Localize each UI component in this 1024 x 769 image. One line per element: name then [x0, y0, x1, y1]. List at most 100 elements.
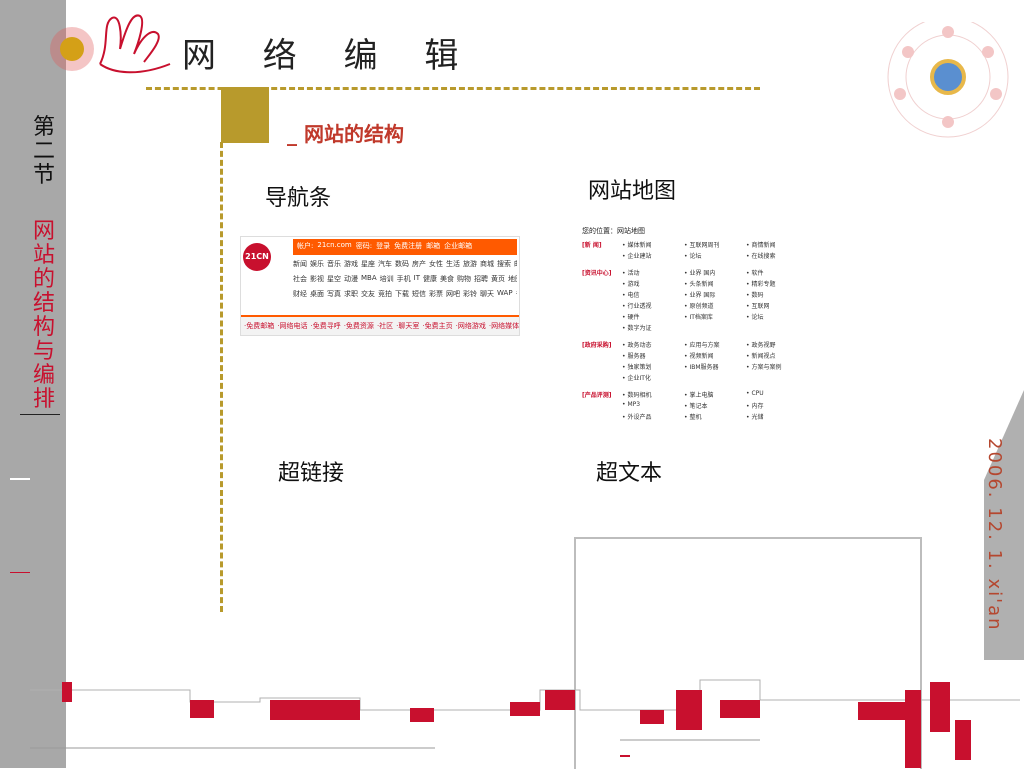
nav-login-item[interactable]: 登录	[376, 242, 391, 250]
nav-channel-link[interactable]: IT	[413, 274, 420, 282]
sitemap-link[interactable]: • 企业建站	[622, 253, 652, 260]
nav-login-item[interactable]: 帐户:	[297, 242, 314, 250]
nav-channel-link[interactable]: 竞拍	[378, 290, 392, 298]
nav-channel-link[interactable]: 桌面	[310, 290, 324, 298]
sitemap-link[interactable]: • 数码	[746, 292, 764, 299]
sitemap-link[interactable]: • 企业IT化	[622, 375, 651, 382]
sitemap-link[interactable]: • 电信	[622, 292, 640, 299]
sitemap-link[interactable]: • 视频新闻	[684, 353, 714, 360]
nav-channel-link[interactable]: 女性	[429, 260, 443, 268]
nav-channel-link[interactable]: 音乐	[327, 260, 341, 268]
nav-channel-link[interactable]: 星座	[361, 260, 375, 268]
nav-channel-link[interactable]: 娱乐	[310, 260, 324, 268]
sitemap-link[interactable]: • 头条新闻	[684, 281, 714, 288]
nav-channel-link[interactable]: 聊天	[480, 290, 494, 298]
nav-login-item[interactable]: 密码:	[355, 242, 373, 250]
nav-channel-link[interactable]: 财经	[293, 290, 307, 298]
nav-channel-link[interactable]: 动漫	[344, 275, 358, 283]
nav-channel-link[interactable]: 网吧	[446, 290, 460, 298]
nav-channel-link[interactable]: 美食	[439, 275, 454, 283]
sitemap-link[interactable]: • 互联网周刊	[684, 242, 720, 249]
sitemap-link[interactable]: • 论坛	[746, 314, 764, 321]
nav-channel-link[interactable]: 手机	[396, 275, 411, 283]
sitemap-link[interactable]: • 光储	[746, 414, 764, 421]
nav-channel-link[interactable]: 游戏	[344, 260, 358, 268]
sitemap-link[interactable]: • 方案与案例	[746, 364, 782, 371]
nav-service-link[interactable]: ·免费资源	[343, 322, 374, 330]
sitemap-link[interactable]: • 商情新闻	[746, 242, 776, 249]
sitemap-link[interactable]: • 政务动态	[622, 342, 652, 349]
nav-channel-link[interactable]: MBA	[361, 274, 377, 282]
nav-service-link[interactable]: ·网络电话	[277, 322, 308, 330]
sitemap-link[interactable]: • 活动	[622, 270, 640, 277]
nav-service-link[interactable]: ·社区	[376, 322, 394, 330]
nav-channel-link[interactable]: 搜索	[497, 260, 511, 268]
sitemap-link[interactable]: • 服务器	[622, 353, 646, 360]
nav-channel-link[interactable]: 影视	[310, 275, 324, 283]
nav-channel-link[interactable]: 新闻	[293, 260, 307, 268]
nav-channel-link[interactable]: 求职	[344, 290, 358, 298]
nav-channel-link[interactable]: 写真	[327, 290, 341, 298]
nav-channel-link[interactable]: 数码	[395, 260, 409, 268]
sitemap-link[interactable]: • 内存	[746, 403, 764, 410]
nav-login-item[interactable]: 邮箱	[426, 242, 441, 250]
nav-channel-link[interactable]: 社会	[293, 275, 307, 283]
sitemap-link[interactable]: • 互联网	[746, 303, 770, 310]
sitemap-link[interactable]: • 论坛	[684, 253, 702, 260]
nav-service-link[interactable]: ·聊天室	[396, 322, 420, 330]
sitemap-link[interactable]: • 政务视野	[746, 342, 776, 349]
sitemap-link[interactable]: • 独家策划	[622, 364, 652, 371]
nav-channel-link[interactable]: 生活	[446, 260, 460, 268]
nav-service-link[interactable]: ·网络媒体	[488, 322, 519, 330]
sitemap-link[interactable]: • 外设产品	[622, 414, 652, 421]
nav-channel-link[interactable]: 商城	[480, 260, 494, 268]
nav-service-link[interactable]: ·免费邮箱	[244, 322, 275, 330]
sitemap-link[interactable]: • 笔记本	[684, 403, 708, 410]
nav-service-link[interactable]: ·免费主页	[422, 322, 453, 330]
sitemap-link[interactable]: • 精彩专题	[746, 281, 776, 288]
sitemap-link[interactable]: • 掌上电脑	[684, 392, 714, 399]
nav-channel-link[interactable]: 招聘	[473, 275, 488, 283]
sidebar-dash-red	[10, 572, 30, 573]
nav-channel-link[interactable]: 交友	[361, 290, 375, 298]
sitemap-link[interactable]: • 数字为证	[622, 325, 652, 332]
sitemap-link[interactable]: • MP3	[622, 401, 641, 408]
nav-login-item[interactable]: 免费注册	[394, 242, 423, 250]
nav-channel-link[interactable]: 书城	[516, 289, 517, 299]
sitemap-link[interactable]: • 媒体新闻	[622, 242, 652, 249]
sitemap-link[interactable]: • 应用与方案	[684, 342, 720, 349]
sitemap-link[interactable]: • IBM服务器	[684, 364, 719, 371]
sitemap-link[interactable]: • 软件	[746, 270, 764, 277]
sitemap-link[interactable]: • IT档案库	[684, 314, 713, 321]
sitemap-link[interactable]: • 硬件	[622, 314, 640, 321]
nav-channel-link[interactable]: 旅游	[463, 260, 477, 268]
sitemap-link[interactable]: • 业界 国际	[684, 292, 716, 299]
sitemap-link[interactable]: • CPU	[746, 390, 764, 397]
sitemap-link[interactable]: • 业界 国内	[684, 270, 716, 277]
nav-channel-link[interactable]: WAP	[497, 289, 513, 297]
nav-login-item[interactable]: 企业邮箱	[444, 242, 473, 250]
nav-channel-link[interactable]: 星空	[327, 275, 341, 283]
nav-channel-link[interactable]: 健康	[422, 275, 437, 283]
nav-channel-link[interactable]: 邮箱	[514, 259, 517, 269]
nav-service-link[interactable]: ·网络游戏	[455, 322, 486, 330]
sitemap-link[interactable]: • 新闻视点	[746, 353, 776, 360]
nav-channel-link[interactable]: 黄页	[490, 275, 505, 283]
nav-channel-link[interactable]: 彩铃	[463, 290, 477, 298]
nav-channel-link[interactable]: 地图	[507, 275, 517, 283]
nav-login-item[interactable]: 21cn.com	[317, 241, 352, 249]
nav-channel-link[interactable]: 房产	[412, 260, 426, 268]
sitemap-link[interactable]: • 整机	[684, 414, 702, 421]
nav-channel-link[interactable]: 彩票	[429, 290, 443, 298]
nav-channel-link[interactable]: 汽车	[378, 260, 392, 268]
sitemap-link[interactable]: • 行业透视	[622, 303, 652, 310]
nav-channel-link[interactable]: 购物	[456, 275, 471, 283]
sitemap-link[interactable]: • 数码相机	[622, 392, 652, 399]
nav-service-link[interactable]: ·免费寻呼	[310, 322, 341, 330]
nav-channel-link[interactable]: 短信	[412, 290, 426, 298]
nav-channel-link[interactable]: 下载	[395, 290, 409, 298]
sitemap-link[interactable]: • 在线搜索	[746, 253, 776, 260]
nav-channel-link[interactable]: 培训	[379, 275, 394, 283]
sitemap-link[interactable]: • 游戏	[622, 281, 640, 288]
sitemap-link[interactable]: • 原创频道	[684, 303, 714, 310]
